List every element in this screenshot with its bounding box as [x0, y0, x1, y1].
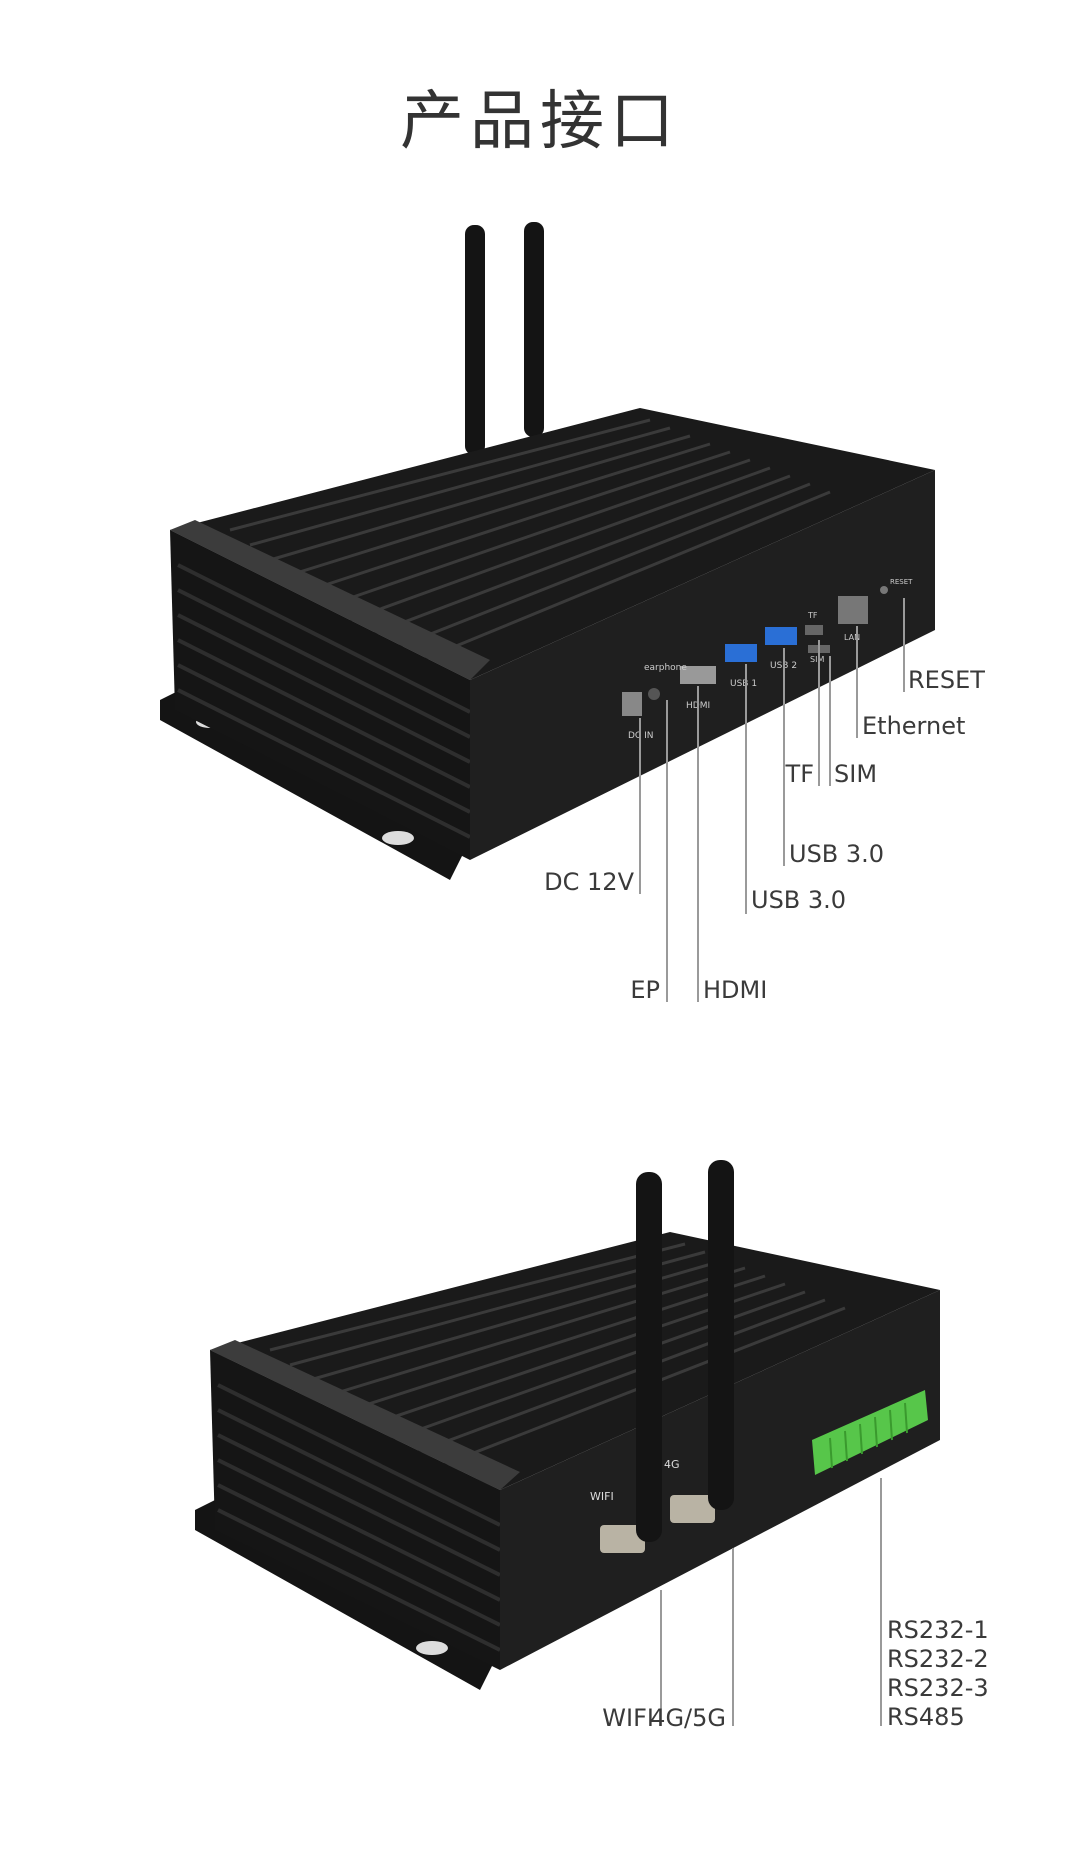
tf-slot [805, 625, 823, 635]
hdmi-port [680, 666, 716, 684]
callout-reset: RESET [908, 666, 985, 694]
device-rear-image: WIFI 4G [195, 1160, 940, 1690]
usb1-port [725, 644, 757, 662]
device-front-panel [470, 470, 935, 860]
callout-line-ethernet [856, 626, 858, 738]
callout-line-hdmi [697, 686, 699, 1002]
callout-ethernet: Ethernet [862, 712, 966, 740]
device-left-side [170, 530, 470, 860]
callout-line-usb1 [745, 664, 747, 914]
port-label-earphone: earphone [644, 663, 687, 673]
callout-line-ep [666, 700, 668, 1002]
antenna-4g [708, 1160, 734, 1510]
dc-in-port [622, 692, 642, 716]
callout-line-wifi [660, 1590, 662, 1726]
callout-line-4g5g [732, 1548, 734, 1726]
usb2-port [765, 627, 797, 645]
port-label-wifi: WIFI [590, 1490, 614, 1503]
callout-wifi: WIFI [602, 1704, 654, 1732]
earphone-port [648, 688, 660, 700]
port-label-sim: SIM [810, 655, 824, 664]
page-title: 产品接口 [400, 85, 680, 159]
antenna-left [465, 225, 485, 455]
callout-rs232-2: RS232-2 [887, 1645, 989, 1673]
serial-terminal-block [812, 1390, 928, 1475]
port-label-usb1: USB 1 [730, 679, 757, 689]
antenna-right [524, 222, 544, 437]
callout-line-usb2 [783, 648, 785, 866]
callout-line-dc [639, 718, 641, 894]
port-label-reset: RESET [890, 578, 913, 586]
heatsink-fins [229, 418, 831, 667]
callout-4g-5g: 4G/5G [650, 1704, 726, 1732]
callout-ep: EP [630, 976, 660, 1004]
device-front-image: DC IN earphone HDMI USB 1 USB 2 TF SIM L… [160, 222, 935, 880]
antenna-wifi [636, 1172, 662, 1542]
callout-tf: TF [785, 760, 814, 788]
callout-serial-ports: RS232-1 RS232-2 RS232-3 RS485 [887, 1616, 989, 1732]
callout-line-serial [880, 1478, 882, 1726]
port-label-tf: TF [807, 611, 818, 620]
callout-usb-3-0-a: USB 3.0 [789, 840, 885, 868]
callout-rs232-1: RS232-1 [887, 1616, 989, 1644]
callout-rs232-3: RS232-3 [887, 1674, 989, 1702]
lan-port [838, 596, 868, 624]
port-label-lan: LAN [844, 633, 860, 642]
callout-sim: SIM [834, 760, 878, 788]
callout-line-reset [903, 598, 905, 692]
port-label-4g: 4G [664, 1458, 680, 1471]
callout-usb-3-0-b: USB 3.0 [751, 886, 847, 914]
callout-line-tf [818, 640, 820, 786]
callout-rs485: RS485 [887, 1703, 965, 1731]
callout-line-sim [829, 656, 831, 786]
reset-button [880, 586, 888, 594]
callout-hdmi: HDMI [703, 976, 768, 1004]
4g-connector [670, 1495, 715, 1523]
wifi-connector [600, 1525, 645, 1553]
callout-dc-12v: DC 12V [544, 868, 634, 896]
